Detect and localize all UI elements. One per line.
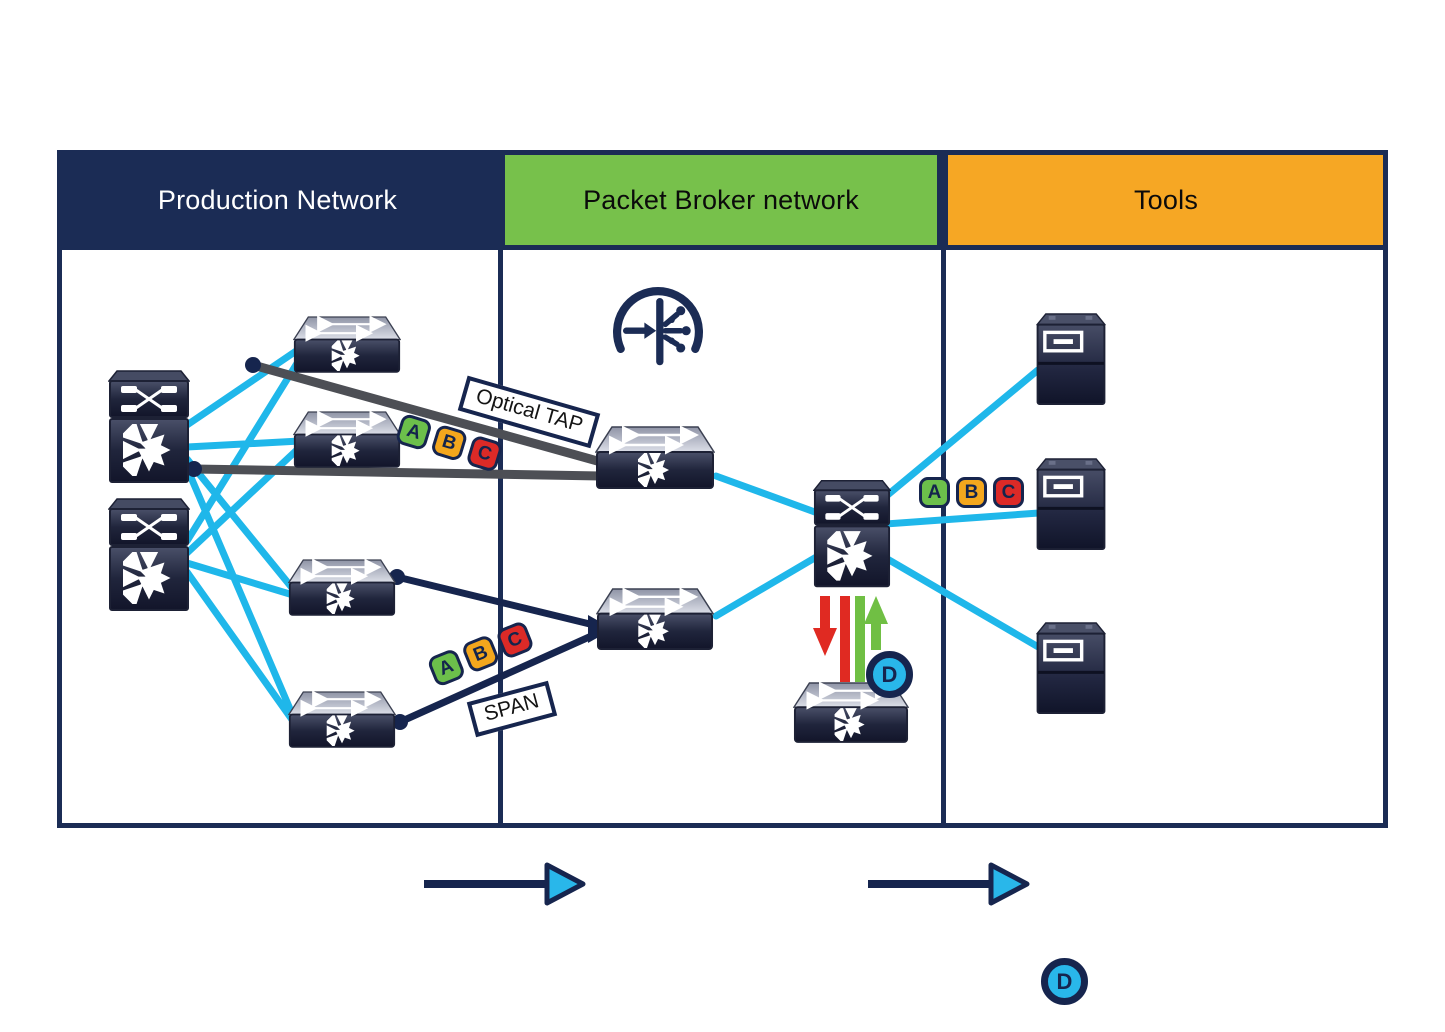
header-production-label: Production Network — [157, 184, 398, 215]
access-switch-2 — [293, 408, 401, 470]
broker-switch-1 — [595, 424, 715, 490]
flow-arrow-right — [868, 862, 1030, 906]
tool-server-1 — [1036, 313, 1106, 406]
diagram-border — [57, 150, 1388, 828]
core-switch-2 — [108, 498, 190, 612]
badge-b: B — [956, 477, 987, 508]
broker-switch-2 — [596, 586, 714, 651]
core-switch-1 — [108, 370, 190, 484]
header-packet-broker-network: Packet Broker network — [505, 155, 937, 245]
tool-server-2 — [1036, 458, 1106, 551]
header-broker-label: Packet Broker network — [583, 184, 859, 215]
traffic-badges-tools: A B C — [919, 477, 1024, 508]
column-divider-production-broker — [498, 250, 503, 828]
header-tools-label: Tools — [1133, 184, 1199, 215]
badge-d-redirect: D — [866, 651, 913, 698]
packet-broker-aggregation-switch — [813, 478, 891, 590]
access-switch-1 — [293, 313, 401, 375]
header-tools: Tools — [948, 155, 1384, 245]
header-production-network: Production Network — [57, 150, 498, 250]
tool-server-3 — [1036, 622, 1106, 715]
badge-d-legend: D — [1041, 958, 1088, 1005]
column-divider-broker-tools — [941, 250, 946, 828]
badge-c: C — [993, 477, 1024, 508]
tap-splitter-icon — [608, 278, 708, 378]
flow-arrow-left — [424, 862, 586, 906]
access-switch-4 — [288, 688, 396, 750]
badge-a: A — [919, 477, 950, 508]
access-switch-3 — [288, 556, 396, 618]
